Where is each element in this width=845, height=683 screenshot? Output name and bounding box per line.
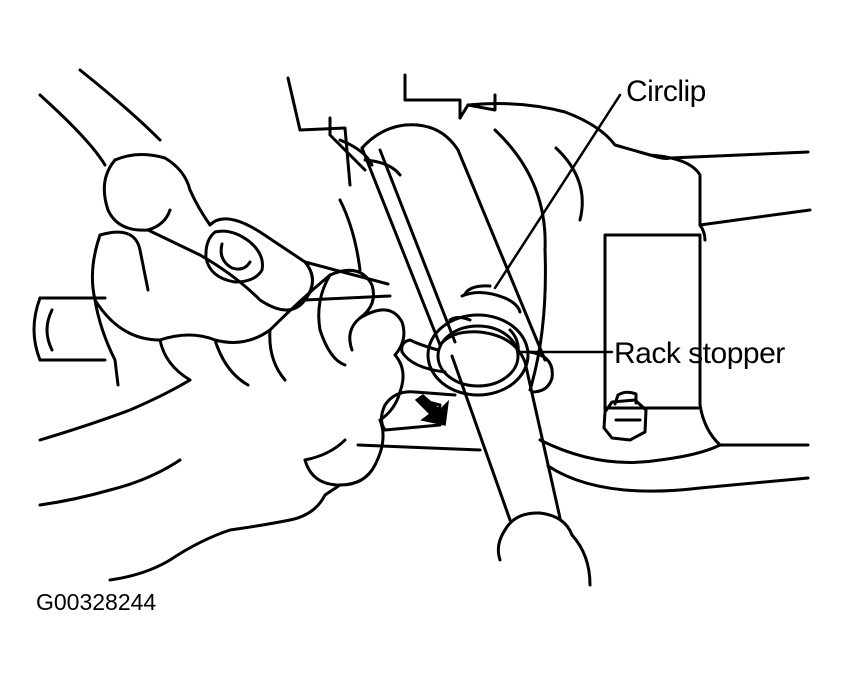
gear-housing [286, 73, 812, 493]
left-hand [38, 268, 406, 582]
rack-stopper-label: Rack stopper [614, 337, 785, 370]
rack-bar [360, 123, 547, 362]
circlip-label: Circlip [626, 75, 706, 108]
direction-arrow [414, 394, 450, 426]
circlip-and-stopper [400, 284, 554, 397]
hex-bolt [602, 390, 648, 442]
left-bracket [32, 230, 150, 387]
screwdriver-handle [38, 68, 392, 312]
circlip-leader-line [493, 93, 622, 290]
foreground-rod [438, 330, 592, 587]
figure-id: G00328244 [36, 589, 157, 615]
